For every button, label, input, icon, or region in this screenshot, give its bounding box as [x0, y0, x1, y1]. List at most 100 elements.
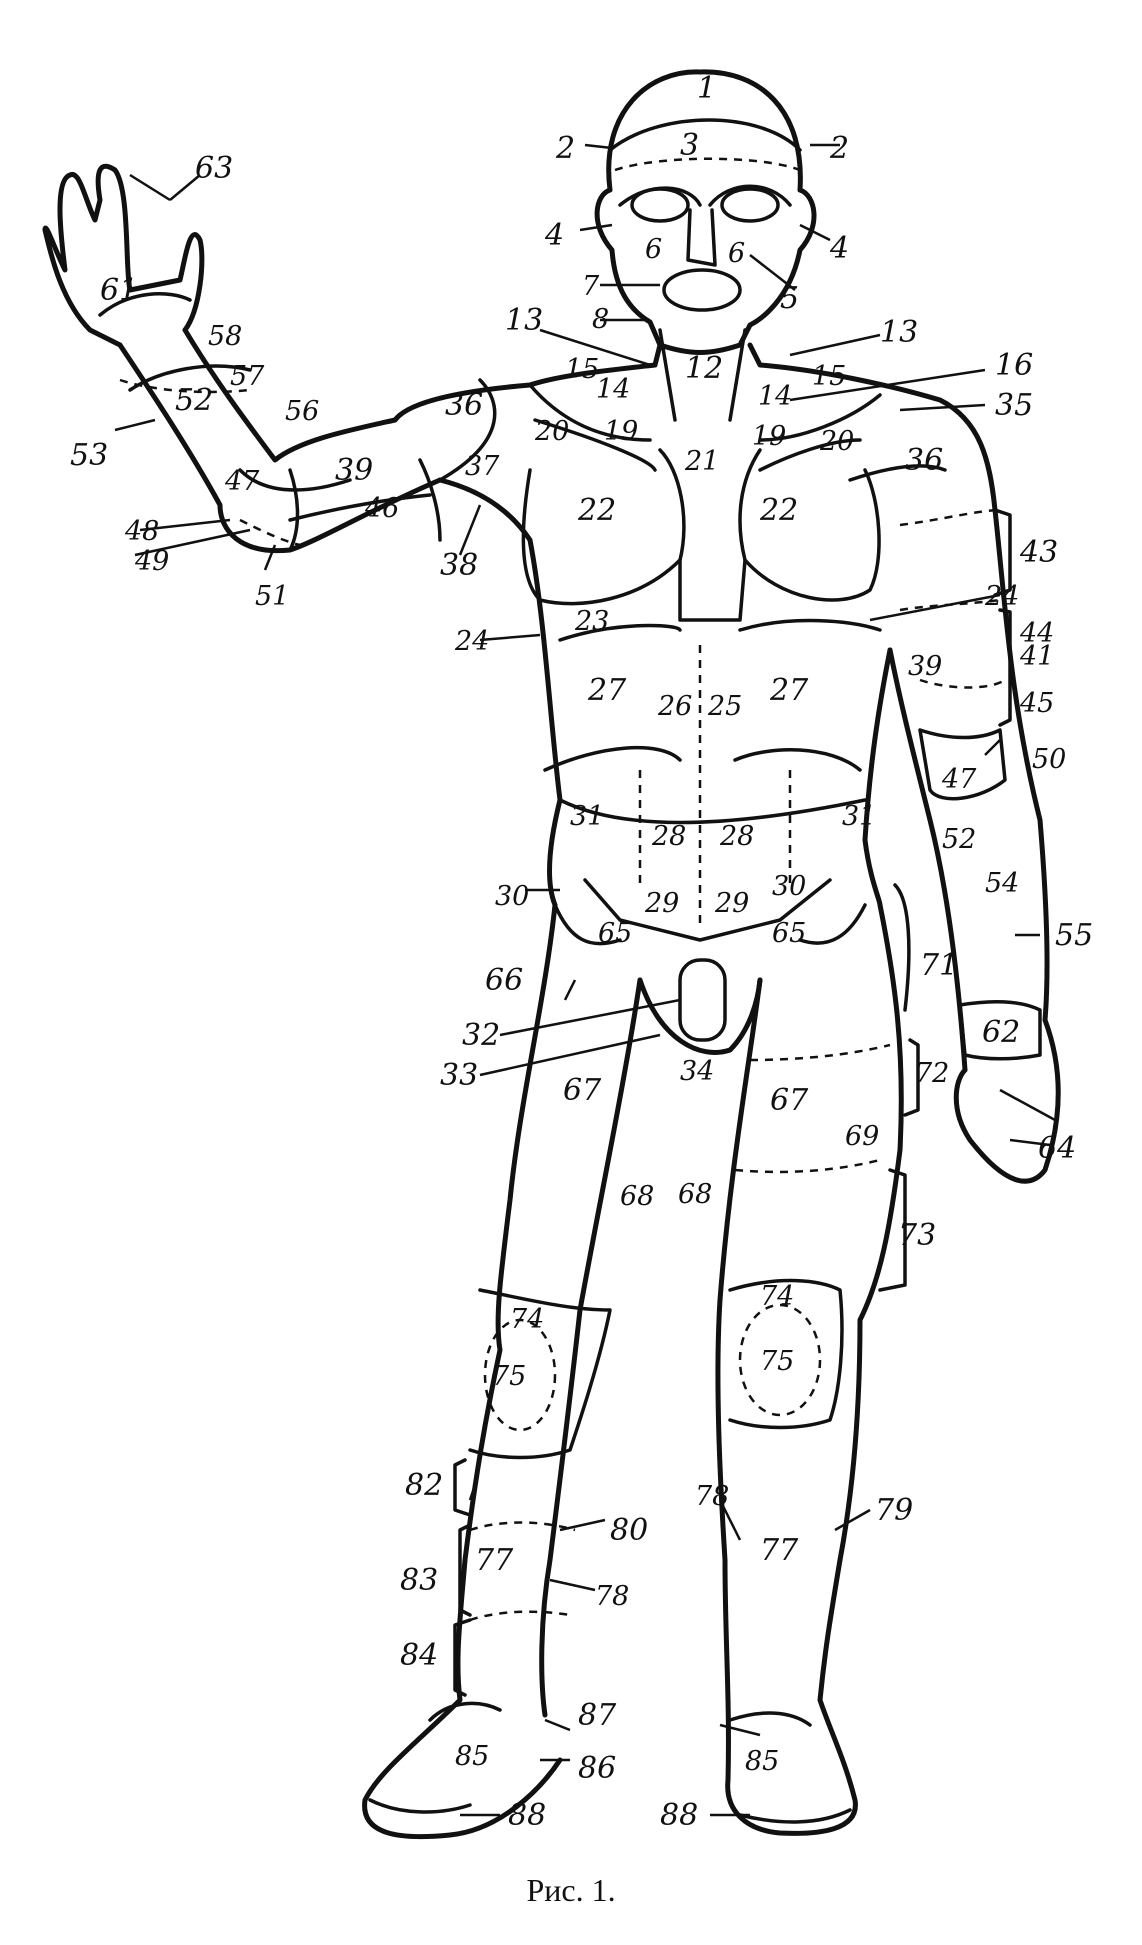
region-label: 16: [995, 348, 1033, 383]
region-label: 43: [1019, 535, 1058, 570]
region-label: 37: [465, 451, 500, 482]
region-label: 79: [875, 1493, 913, 1528]
region-label: 2: [829, 131, 849, 166]
region-label: 26: [657, 691, 692, 722]
region-label: 77: [760, 1533, 799, 1568]
region-label: 6: [645, 234, 662, 265]
region-label: 23: [574, 606, 609, 637]
region-label: 1: [697, 71, 716, 106]
region-label: 21: [684, 446, 719, 477]
region-label: 14: [758, 381, 792, 412]
dashed-region-lines: [119, 157, 1006, 1622]
region-label: 35: [995, 388, 1033, 423]
region-label: 52: [942, 824, 976, 855]
region-label: 47: [941, 764, 977, 795]
region-label: 66: [485, 963, 523, 998]
region-label: 30: [495, 881, 529, 912]
region-label: 68: [678, 1179, 712, 1210]
figure-caption: Рис. 1.: [526, 1872, 616, 1908]
region-label: 47: [224, 466, 260, 497]
region-label: 49: [134, 546, 169, 577]
region-label: 56: [285, 396, 319, 427]
region-label: 38: [440, 548, 478, 583]
region-label: 25: [707, 691, 742, 722]
region-label: 86: [578, 1751, 616, 1786]
region-label: 4: [544, 218, 564, 253]
region-label: 80: [610, 1513, 648, 1548]
region-label: 75: [492, 1361, 526, 1392]
region-label: 48: [124, 516, 159, 547]
region-label: 24: [984, 581, 1019, 612]
region-label: 30: [772, 871, 806, 902]
region-label: 75: [760, 1346, 794, 1377]
region-label: 6: [728, 238, 745, 269]
region-label: 65: [598, 918, 632, 949]
region-label: 3: [680, 128, 699, 163]
body-outline: [42, 69, 1061, 1840]
region-label: 36: [445, 388, 483, 423]
region-label: 22: [759, 493, 798, 528]
region-label: 28: [719, 821, 754, 852]
region-label: 88: [508, 1798, 546, 1833]
region-label: 32: [462, 1018, 500, 1053]
region-label: 13: [505, 303, 543, 338]
region-label: 29: [714, 888, 749, 919]
region-label: 31: [570, 801, 604, 832]
region-label: 87: [578, 1698, 617, 1733]
region-label: 13: [880, 315, 918, 350]
region-label: 78: [695, 1481, 729, 1512]
region-label: 39: [335, 453, 373, 488]
region-label: 45: [1019, 688, 1054, 719]
region-label: 51: [255, 581, 289, 612]
region-label: 52: [175, 383, 213, 418]
region-label: 27: [587, 673, 627, 708]
region-label: 15: [812, 361, 846, 392]
region-label: 41: [1019, 641, 1054, 672]
region-labels: 1 2 2 3 4 4 5 6 6 7 8 12 13 13 14 14 15 …: [70, 71, 1093, 1833]
region-label: 82: [405, 1468, 443, 1503]
leader-lines: [114, 143, 1056, 1817]
region-label: 74: [510, 1304, 544, 1335]
region-label: 8: [592, 304, 609, 335]
region-label: 72: [915, 1058, 949, 1089]
region-label: 36: [905, 443, 943, 478]
region-label: 24: [454, 626, 489, 657]
region-label: 62: [982, 1015, 1020, 1050]
region-label: 69: [845, 1121, 879, 1152]
region-label: 53: [70, 438, 108, 473]
region-label: 68: [620, 1181, 654, 1212]
region-label: 22: [577, 493, 616, 528]
region-label: 33: [440, 1058, 478, 1093]
region-label: 4: [829, 231, 849, 266]
region-lines: [98, 118, 1042, 1824]
region-label: 78: [595, 1581, 629, 1612]
region-label: 84: [400, 1638, 438, 1673]
region-label: 85: [455, 1741, 489, 1772]
region-label: 19: [752, 421, 786, 452]
region-label: 65: [772, 918, 806, 949]
region-label: 12: [685, 351, 723, 386]
region-label: 74: [760, 1281, 794, 1312]
region-label: 19: [604, 416, 638, 447]
region-label: 85: [745, 1746, 779, 1777]
region-label: 71: [920, 948, 958, 983]
region-label: 63: [195, 151, 233, 186]
region-label: 14: [596, 374, 630, 405]
region-label: 31: [842, 801, 876, 832]
region-label: 50: [1032, 744, 1066, 775]
region-label: 83: [400, 1563, 438, 1598]
region-label: 46: [364, 493, 399, 524]
brackets: [453, 508, 1012, 1697]
region-label: 44: [1019, 618, 1054, 649]
region-label: 55: [1055, 918, 1093, 953]
region-label: 77: [475, 1543, 514, 1578]
region-label: 73: [898, 1218, 936, 1253]
region-label: 5: [780, 281, 799, 316]
region-label: 67: [563, 1073, 602, 1108]
region-label: 64: [1038, 1131, 1076, 1166]
region-label: 2: [555, 131, 575, 166]
region-label: 28: [651, 821, 686, 852]
region-label: 67: [770, 1083, 809, 1118]
region-label: 57: [230, 361, 265, 392]
region-label: 39: [908, 651, 942, 682]
